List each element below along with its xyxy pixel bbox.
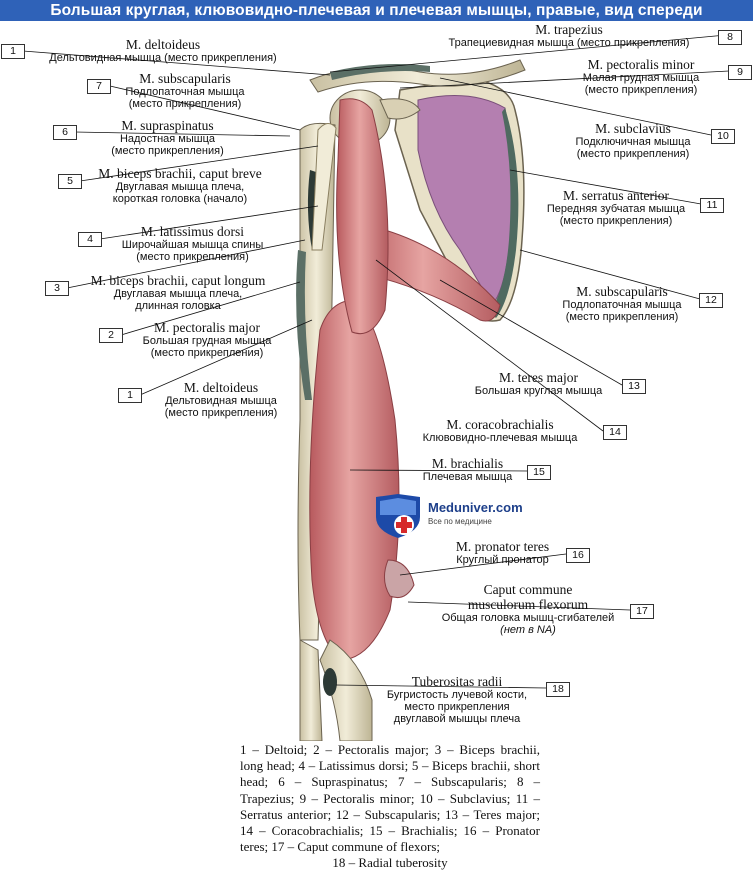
label-number: 16: [566, 548, 590, 563]
label-number: 12: [699, 293, 723, 308]
logo-name: Meduniver.com: [428, 500, 523, 515]
pronator-teres-muscle: [384, 559, 415, 599]
label-number: 1: [118, 388, 142, 403]
serratus-attachment: [490, 108, 519, 318]
anatomy-illustration: [22, 34, 730, 741]
meduniver-logo: Meduniver.com Все по медицине: [372, 493, 523, 539]
label-number: 15: [527, 465, 551, 480]
logo-tagline: Все по медицине: [428, 517, 492, 526]
ulna: [299, 639, 323, 741]
label-number: 4: [78, 232, 102, 247]
label-number: 7: [87, 79, 111, 94]
label-number: 6: [53, 125, 77, 140]
coracoid: [379, 98, 421, 120]
label-number: 2: [99, 328, 123, 343]
leader-lines: [22, 34, 730, 689]
label-number: 8: [718, 30, 742, 45]
legend-text: 1 – Deltoid; 2 – Pectoralis major; 3 – B…: [240, 742, 540, 855]
label-number: 14: [603, 425, 627, 440]
label-number: 1: [1, 44, 25, 59]
label-number: 13: [622, 379, 646, 394]
label-number: 18: [546, 682, 570, 697]
legend: 1 – Deltoid; 2 – Pectoralis major; 3 – B…: [240, 742, 540, 872]
radial-tuberosity: [323, 668, 337, 696]
label-number: 3: [45, 281, 69, 296]
brachialis-muscle: [309, 299, 400, 661]
label-number: 11: [700, 198, 724, 213]
trapezius-attachment: [330, 64, 430, 80]
label-number: 9: [728, 65, 752, 80]
coracobrachialis-muscle: [336, 98, 389, 335]
page-title: Большая круглая, клювовидно-плечевая и п…: [0, 0, 753, 21]
label-number: 17: [630, 604, 654, 619]
shield-icon: [376, 494, 420, 538]
legend-last: 18 – Radial tuberosity: [332, 855, 448, 871]
deltoid-attachment: [296, 250, 312, 400]
label-number: 10: [711, 129, 735, 144]
biceps-tendon: [311, 123, 337, 251]
ru-line: Подлопаточная мышца (место прикрепления): [125, 86, 245, 110]
label-number: 5: [58, 174, 82, 189]
